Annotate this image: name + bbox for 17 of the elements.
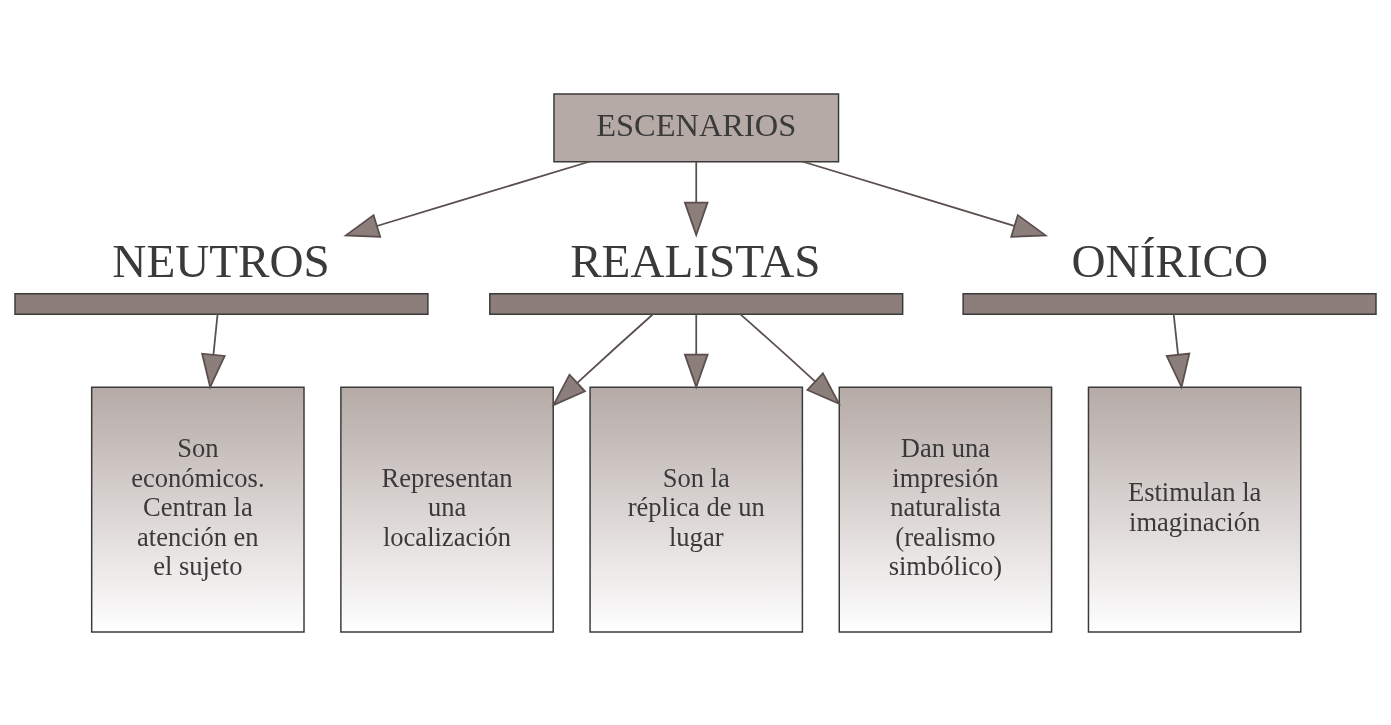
node-box: Son económicos. Centran la atención en el sujeto (90, 386, 305, 633)
arrow (683, 160, 709, 238)
arrow (738, 312, 841, 406)
node-label: ONÍRICO (1071, 234, 1269, 287)
arrow (343, 160, 590, 238)
node-box: Representan una localización (340, 386, 554, 633)
node-box: Son la réplica de un lugar (589, 386, 804, 633)
node-label: REALISTAS (570, 234, 821, 287)
arrow (1165, 312, 1191, 390)
node-box: Dan una impresión naturalista (realismo simbólico) (838, 386, 1053, 633)
arrow (683, 312, 709, 390)
node-box: ESCENARIOS (553, 92, 840, 162)
arrow (201, 312, 227, 390)
node-box: Estimulan la imaginación (1087, 386, 1302, 633)
arrow (802, 160, 1049, 238)
arrow (551, 312, 655, 407)
node-label: NEUTROS (112, 234, 330, 287)
